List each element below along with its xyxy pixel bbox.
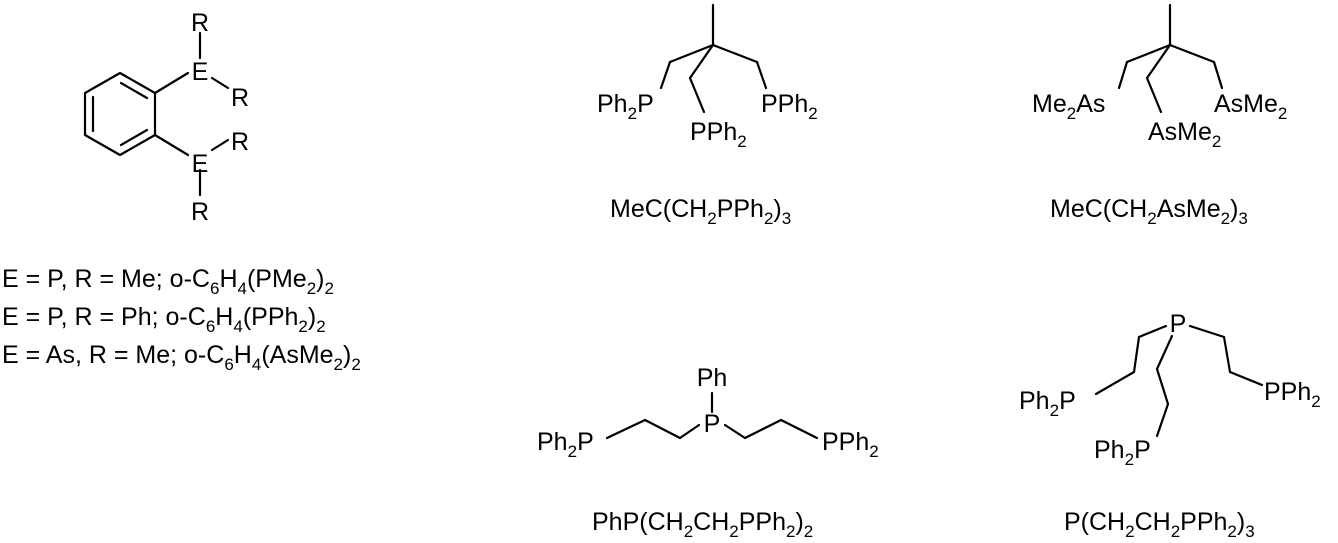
bonds bbox=[659, 3, 768, 114]
molecule-o-phenylene-bis-er2: R E R R E R bbox=[83, 9, 249, 226]
triphos-linear-formula: PhP(CH2CH2PPh2)2 bbox=[592, 508, 813, 541]
molecule-triars-mec: Me2As AsMe2 AsMe2 MeC(CH2AsMe2)3 bbox=[1032, 3, 1287, 228]
bonds bbox=[1117, 3, 1224, 114]
pph2-left-label: Ph2P bbox=[597, 90, 654, 123]
r-top-label: R bbox=[191, 9, 209, 37]
triphos-mec-formula: MeC(CH2PPh2)3 bbox=[610, 195, 791, 228]
pph2-right-label: PPh2 bbox=[822, 428, 879, 461]
pph2-right-label: PPh2 bbox=[761, 90, 818, 123]
bonds bbox=[1094, 324, 1264, 438]
r-bottom-label: R bbox=[191, 198, 209, 226]
element-e-top-label: E bbox=[192, 58, 209, 86]
variant-line-pph2: E = P, R = Ph; o-C6H4(PPh2)2 bbox=[2, 303, 326, 336]
pph2-left-label: Ph2P bbox=[1019, 387, 1076, 420]
pph2-middle-label: PPh2 bbox=[690, 118, 747, 151]
pph2-right-label: PPh2 bbox=[1264, 378, 1321, 411]
variant-line-pme2: E = P, R = Me; o-C6H4(PMe2)2 bbox=[2, 265, 334, 298]
asme2-right-label: AsMe2 bbox=[1214, 90, 1287, 123]
molecule-triphos-mec: Ph2P PPh2 PPh2 MeC(CH2PPh2)3 bbox=[597, 3, 818, 228]
molecule-triphos-linear: Ph P Ph2P PPh2 PhP(CH2CH2PPh2)2 bbox=[537, 364, 879, 541]
benzene-ring bbox=[83, 71, 157, 157]
asme2-left-label: Me2As bbox=[1032, 90, 1105, 123]
bonds bbox=[605, 391, 819, 440]
pph2-middle-label: Ph2P bbox=[1094, 436, 1151, 469]
molecule-tetraphos: P Ph2P PPh2 Ph2P P(CH2CH2PPh2)3 bbox=[1019, 310, 1321, 541]
element-e-bottom-label: E bbox=[192, 150, 209, 178]
r-bottom-side-label: R bbox=[231, 128, 249, 156]
bonds bbox=[153, 31, 230, 197]
triars-mec-formula: MeC(CH2AsMe2)3 bbox=[1050, 195, 1248, 228]
asme2-middle-label: AsMe2 bbox=[1148, 118, 1221, 151]
tetraphos-formula: P(CH2CH2PPh2)3 bbox=[1064, 508, 1255, 541]
pph2-left-label: Ph2P bbox=[537, 428, 594, 461]
central-phosphorus-label: P bbox=[1170, 310, 1187, 338]
chelate-variant-legend: E = P, R = Me; o-C6H4(PMe2)2 E = P, R = … bbox=[2, 265, 361, 374]
variant-line-asme2: E = As, R = Me; o-C6H4(AsMe2)2 bbox=[2, 341, 361, 374]
phenyl-label: Ph bbox=[697, 364, 728, 392]
central-phosphorus-label: P bbox=[704, 410, 721, 438]
r-top-side-label: R bbox=[231, 84, 249, 112]
